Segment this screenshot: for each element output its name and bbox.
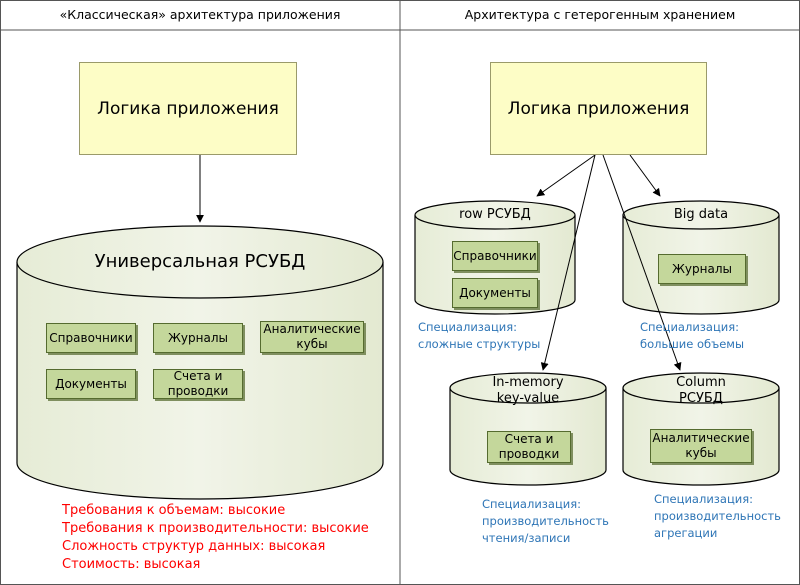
requirement-volume: Требования к объемам: высокие [62,503,286,518]
chip-accounts-entries: Счета и проводки [153,369,243,399]
arrow-to-row [536,154,596,197]
chip-documents: Документы [46,369,136,399]
chip-directories: Справочники [46,323,136,353]
universal-rdbms-label: Универсальная РСУБД [94,251,306,272]
arrow-to-inmemory [540,154,596,371]
row-note: Специализация: сложные структуры [418,320,541,351]
inmemory-note: Специализация: производительность чтения… [482,497,609,545]
row-chip-directories: Справочники [452,241,538,271]
arrow-to-column [602,154,682,371]
requirement-performance: Требования к производительности: высокие [62,521,369,536]
requirement-complexity: Сложность структур данных: высокая [62,539,326,554]
requirement-cost: Стоимость: высокая [62,557,201,572]
right-panel-title: Архитектура с гетерогенным хранением [464,7,736,22]
right-logic-box: Логика приложения [490,62,707,155]
arrow-to-bigdata [629,154,661,197]
bigdata-label: Big data [673,207,729,222]
inmemory-chip-accounts-entries: Счета и проводки [487,431,571,463]
column-rdbms-label: Column РСУБД [676,375,726,406]
chip-analytic-cubes: Аналитические кубы [260,321,364,353]
row-chip-documents: Документы [452,278,538,308]
row-rdbms-label: row РСУБД [459,207,531,222]
column-note: Специализация: производительность агрега… [654,492,781,540]
column-chip-analytic-cubes: Аналитические кубы [650,429,752,463]
left-logic-box: Логика приложения [79,62,297,155]
left-panel-title: «Классическая» архитектура приложения [59,7,341,22]
inmemory-label: In-memory key-value [492,375,564,406]
chip-journals: Журналы [153,323,243,353]
bigdata-chip-journals: Журналы [658,254,746,284]
bigdata-note: Специализация: большие объемы [640,320,745,351]
